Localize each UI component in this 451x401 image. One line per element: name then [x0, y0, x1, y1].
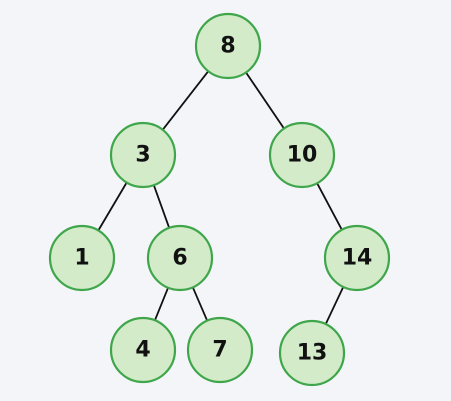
node-circle	[146, 224, 214, 292]
edge-n6-n7	[191, 286, 209, 322]
node-circle	[109, 316, 177, 384]
edge-n3-n6	[152, 184, 171, 229]
edge-n14-n13	[324, 286, 345, 325]
node-circle	[48, 224, 116, 292]
tree-node-7: 7	[186, 316, 254, 384]
edge-n10-n14	[316, 182, 343, 231]
edge-n3-n1	[97, 182, 128, 231]
node-label: 4	[135, 338, 150, 363]
node-circle	[268, 121, 336, 189]
tree-node-3: 3	[109, 121, 177, 189]
node-circle	[186, 316, 254, 384]
node-circle	[323, 224, 391, 292]
tree-node-1: 1	[48, 224, 116, 292]
tree-node-10: 10	[268, 121, 336, 189]
node-label: 14	[342, 246, 373, 271]
edge-n8-n10	[245, 71, 285, 130]
node-label: 8	[220, 34, 235, 59]
edge-n6-n4	[154, 287, 169, 321]
tree-node-14: 14	[323, 224, 391, 292]
node-label: 3	[135, 143, 150, 168]
nodes-layer: 8 3 10 1 6 14 4 7 13	[48, 12, 391, 387]
node-label: 1	[74, 246, 89, 271]
node-label: 7	[212, 338, 227, 363]
node-circle	[278, 319, 346, 387]
edges-layer	[97, 70, 345, 325]
node-circle	[109, 121, 177, 189]
node-label: 13	[297, 341, 328, 366]
edge-n8-n3	[161, 70, 210, 131]
tree-node-13: 13	[278, 319, 346, 387]
node-label: 10	[287, 143, 318, 168]
node-circle	[194, 12, 262, 80]
tree-node-8: 8	[194, 12, 262, 80]
node-label: 6	[172, 246, 187, 271]
tree-node-6: 6	[146, 224, 214, 292]
tree-node-4: 4	[109, 316, 177, 384]
